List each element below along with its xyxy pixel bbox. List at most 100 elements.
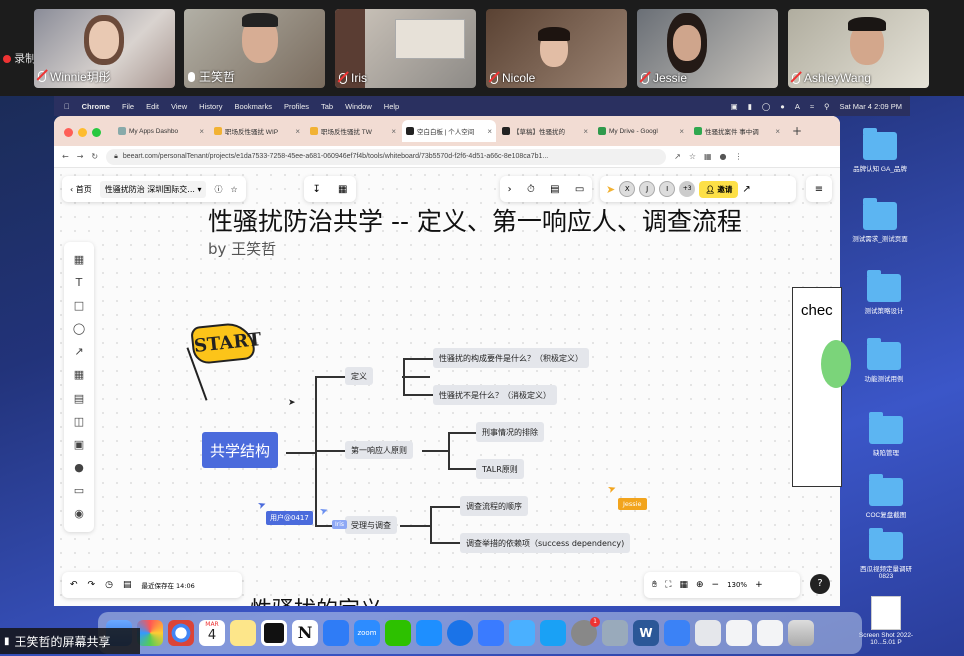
url-field[interactable]: 🔒︎beeart.com/personalTenant/projects/e1d… — [106, 148, 667, 165]
menubar-clock[interactable]: Sat Mar 4 2:09 PM — [839, 101, 902, 111]
settings-button[interactable]: ≡ — [806, 176, 832, 202]
reload-icon[interactable]: ↻ — [91, 152, 99, 161]
minimized-window-icon[interactable] — [757, 620, 783, 646]
map-icon[interactable]: ▦ — [679, 580, 688, 590]
minimized-window-icon[interactable] — [695, 620, 721, 646]
wifi-icon[interactable]: ≈ — [809, 101, 814, 111]
timer-icon[interactable]: ⏱︎ — [526, 183, 535, 195]
menu-view[interactable]: View — [165, 101, 187, 111]
search-icon[interactable]: ⚲ — [823, 101, 830, 111]
messages-icon[interactable] — [509, 620, 535, 646]
menu-edit[interactable]: Edit — [140, 101, 159, 111]
mindmap-branch[interactable]: 第一响应人原则 — [345, 441, 413, 459]
menu-window[interactable]: Window — [339, 101, 372, 111]
browser-tab[interactable]: My Apps Dashbo× — [114, 120, 208, 142]
desktop-file[interactable]: Screen Shot 2022-10...5.01 P — [858, 596, 914, 646]
browser-tab-active[interactable]: 空白白板 | 个人空间× — [402, 120, 496, 142]
eye-icon[interactable]: ◉ — [74, 507, 84, 521]
share-out-icon[interactable]: ↗ — [742, 183, 751, 195]
apple-icon[interactable]:  — [64, 102, 70, 111]
card-tool-icon[interactable]: ▤ — [73, 391, 85, 405]
safari-icon[interactable] — [447, 620, 473, 646]
forward-icon[interactable]: → — [76, 152, 84, 161]
browser-tab[interactable]: 性骚扰案件 事中调× — [690, 120, 784, 142]
tab-close-icon[interactable]: × — [775, 126, 780, 136]
locate-icon[interactable]: ⊕ — [695, 580, 704, 590]
layout-icon[interactable]: ▦ — [338, 183, 348, 195]
invite-button[interactable]: 👤︎ 邀请 — [699, 180, 739, 198]
chat-icon[interactable]: ◯ — [761, 101, 771, 111]
menu-bookmarks[interactable]: Bookmarks — [228, 101, 272, 111]
browser-tab[interactable]: My Drive - Googl× — [594, 120, 688, 142]
doc-name-dropdown[interactable]: 性骚扰防治 深圳国际交... ▾ — [99, 180, 207, 198]
video-tile-nicole[interactable]: Nicole — [486, 9, 627, 88]
bookmark-star-icon[interactable]: ☆ — [688, 152, 696, 161]
shape-tool-icon[interactable]: ◯ — [72, 322, 86, 336]
video-tile-jessie[interactable]: Jessie — [637, 9, 778, 88]
frame-tool-icon[interactable]: ▦ — [73, 252, 85, 266]
video-tile-ashley[interactable]: AshleyWang — [788, 9, 929, 88]
stamp-tool-icon[interactable]: ● — [74, 460, 84, 474]
avatar[interactable]: J — [639, 181, 656, 197]
desktop-folder[interactable]: 功能测试用例 — [856, 338, 912, 383]
avatar[interactable]: I — [659, 181, 676, 197]
mindmap-leaf[interactable]: 性骚扰不是什么？（消极定义） — [433, 385, 557, 405]
side-window[interactable]: chec — [792, 287, 851, 487]
keyboard-icon[interactable]: A — [794, 101, 800, 111]
minimize-window-icon[interactable] — [78, 128, 87, 137]
video-tile-winnie[interactable]: Winnie玥彤 — [34, 9, 175, 88]
mindmap-root[interactable]: 共学结构 — [202, 432, 279, 468]
expand-icon[interactable]: › — [507, 183, 512, 195]
video-tile-iris[interactable]: Iris — [335, 9, 476, 88]
screenshot-app-icon[interactable] — [261, 620, 287, 646]
mindmap-branch[interactable]: 定义 — [345, 367, 373, 385]
back-icon[interactable]: ← — [62, 152, 69, 161]
zoom-in-icon[interactable]: + — [755, 580, 763, 590]
mindmap-leaf[interactable]: 调查流程的顺序 — [460, 496, 528, 516]
sticky-note-icon[interactable]: □ — [73, 298, 85, 312]
cursor-follow-icon[interactable]: ➤ — [606, 182, 616, 196]
maximize-window-icon[interactable] — [92, 128, 101, 137]
menu-help[interactable]: Help — [378, 101, 399, 111]
present-icon[interactable]: ▭ — [574, 183, 585, 195]
menu-history[interactable]: History — [193, 101, 222, 111]
video-tile-wangxiaozhe[interactable]: 王笑哲 — [184, 9, 325, 88]
lark-icon[interactable] — [323, 620, 349, 646]
desktop-folder[interactable]: 测试需求_测试页面 — [852, 198, 908, 243]
wechat-icon[interactable]: ● — [780, 101, 785, 111]
fit-screen-icon[interactable]: ⛶ — [665, 580, 672, 590]
wechat-app-icon[interactable] — [385, 620, 411, 646]
mindmap-tool-icon[interactable]: ◫ — [73, 414, 85, 428]
start-sticker[interactable]: START — [190, 320, 262, 366]
menu-tab[interactable]: Tab — [315, 101, 333, 111]
mindmap-leaf[interactable]: 刑事情况的排除 — [476, 422, 544, 442]
audio-icon[interactable]: ▮ — [747, 101, 752, 111]
minimized-window-icon[interactable] — [726, 620, 752, 646]
star-icon[interactable]: ☆ — [230, 184, 238, 194]
share-icon[interactable]: ↗ — [674, 152, 681, 161]
tab-close-icon[interactable]: × — [583, 126, 588, 136]
help-button[interactable]: ? — [810, 574, 830, 594]
tab-close-icon[interactable]: × — [487, 126, 492, 136]
desktop-folder[interactable]: 测试策略设计 — [856, 270, 912, 315]
redo-icon[interactable]: ↷ — [87, 580, 96, 590]
zoom-out-icon[interactable]: − — [711, 580, 720, 590]
notes-icon[interactable]: ▤ — [550, 183, 560, 195]
extension-icon[interactable]: ▦ — [703, 152, 712, 161]
mindmap-leaf[interactable]: TALR原则 — [476, 459, 524, 479]
browser-tab[interactable]: 【草稿】性骚扰的× — [498, 120, 592, 142]
info-icon[interactable]: ⓘ — [214, 184, 223, 194]
menu-dots-icon[interactable]: ⋮ — [734, 152, 743, 161]
download-icon[interactable]: ↧ — [312, 183, 321, 195]
notion-icon[interactable]: N — [292, 620, 318, 646]
close-window-icon[interactable] — [64, 128, 73, 137]
launchpad-icon[interactable] — [137, 620, 163, 646]
browser-tab[interactable]: 职场反性骚扰 WIP× — [210, 120, 304, 142]
new-tab-icon[interactable]: + — [792, 124, 803, 138]
history-icon[interactable]: ◷ — [105, 580, 113, 590]
tab-close-icon[interactable]: × — [199, 126, 204, 136]
mindmap-leaf[interactable]: 调查举措的依赖项（success dependency) — [460, 533, 631, 553]
desktop-folder[interactable]: 缺陷管理 — [858, 412, 914, 457]
screen-icon[interactable]: ▣ — [730, 101, 738, 111]
menu-profiles[interactable]: Profiles — [278, 101, 309, 111]
